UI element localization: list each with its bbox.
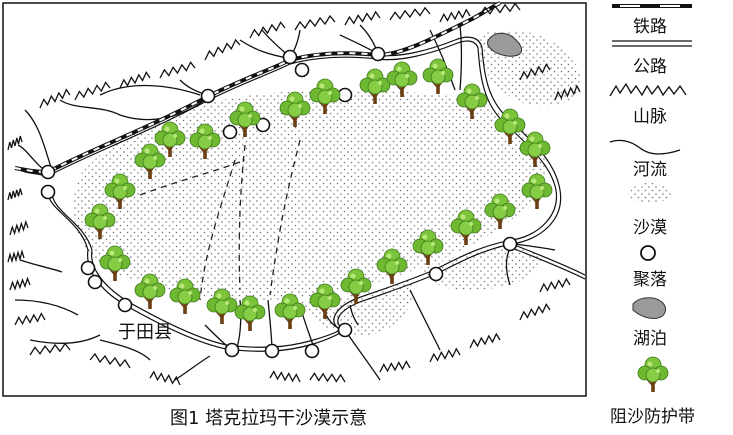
settlement-marker	[40, 164, 56, 180]
legend-label-sand-barrier: 阻沙防护带	[610, 407, 695, 427]
settlement-marker	[337, 87, 353, 103]
mountain-ridge	[554, 84, 581, 101]
mountain-ridge	[39, 88, 71, 109]
mountain-ridge	[159, 61, 196, 79]
mountain-ridge	[429, 347, 461, 363]
mountain-ridge	[249, 21, 286, 39]
legend-label-mountain: 山脉	[633, 107, 667, 127]
mountain-ridge	[149, 370, 181, 386]
mountain-ridge	[519, 302, 551, 321]
tree-icon	[637, 356, 669, 393]
lake-symbol	[632, 297, 666, 319]
settlement-marker	[337, 322, 353, 338]
settlement-marker	[264, 343, 280, 359]
mountain-ridge	[119, 70, 151, 89]
legend-label-desert: 沙漠	[633, 218, 667, 238]
mountain-ridge	[29, 342, 71, 356]
mountain-ridge	[74, 81, 111, 101]
legend-label-river: 河流	[633, 160, 667, 180]
settlement-marker	[294, 62, 310, 78]
mountain-ridge	[469, 332, 501, 349]
legend-label-lake: 湖泊	[633, 329, 667, 349]
settlement-marker	[224, 342, 240, 358]
mountain-ridge	[7, 249, 25, 264]
settlement-marker	[370, 46, 386, 62]
mountain-ridge	[9, 276, 31, 291]
desert-symbol	[628, 182, 673, 203]
legend-label-highway: 公路	[633, 57, 667, 77]
mountain-ridge	[344, 10, 381, 26]
mountain-ridge	[14, 312, 46, 326]
mountain-ridge	[7, 188, 23, 201]
mountain-ridge	[89, 352, 131, 369]
mountain-ridge	[269, 370, 301, 383]
railway-symbol	[612, 4, 692, 8]
county-label-yutian: 于田县	[118, 322, 172, 343]
mountain-ridge	[539, 277, 571, 293]
legend-label-settlement: 聚落	[633, 270, 667, 290]
mountain-ridge	[439, 8, 471, 23]
settlement-marker	[87, 274, 103, 290]
settlement-symbol	[640, 245, 656, 261]
legend	[609, 4, 692, 393]
lake	[487, 32, 523, 57]
highway-symbol	[612, 40, 692, 47]
settlement-marker	[304, 343, 320, 359]
mountain-symbol	[609, 82, 687, 97]
mountains	[7, 2, 581, 386]
map-caption: 图1 塔克拉玛干沙漠示意	[170, 408, 368, 429]
mountain-ridge	[9, 219, 29, 236]
settlements	[40, 46, 518, 359]
mountain-ridge	[294, 14, 336, 31]
settlement-marker	[222, 124, 238, 140]
mountain-ridge	[379, 360, 411, 373]
settlement-marker	[200, 88, 216, 104]
mountain-ridge	[204, 38, 241, 61]
legend-label-railway: 铁路	[633, 17, 667, 37]
mountain-ridge	[479, 2, 521, 16]
mountain-ridge	[7, 135, 23, 151]
seasonal-rivers	[139, 139, 301, 301]
settlement-marker	[255, 117, 271, 133]
settlement-marker	[282, 49, 298, 65]
settlement-marker	[80, 260, 96, 276]
settlement-marker	[502, 236, 518, 252]
river-symbol	[609, 139, 681, 155]
settlement-marker	[40, 184, 56, 200]
mountain-ridge	[519, 62, 551, 81]
settlement-marker	[117, 297, 133, 313]
mountain-ridge	[389, 6, 431, 21]
mountain-ridge	[309, 372, 346, 383]
settlement-marker	[428, 266, 444, 282]
